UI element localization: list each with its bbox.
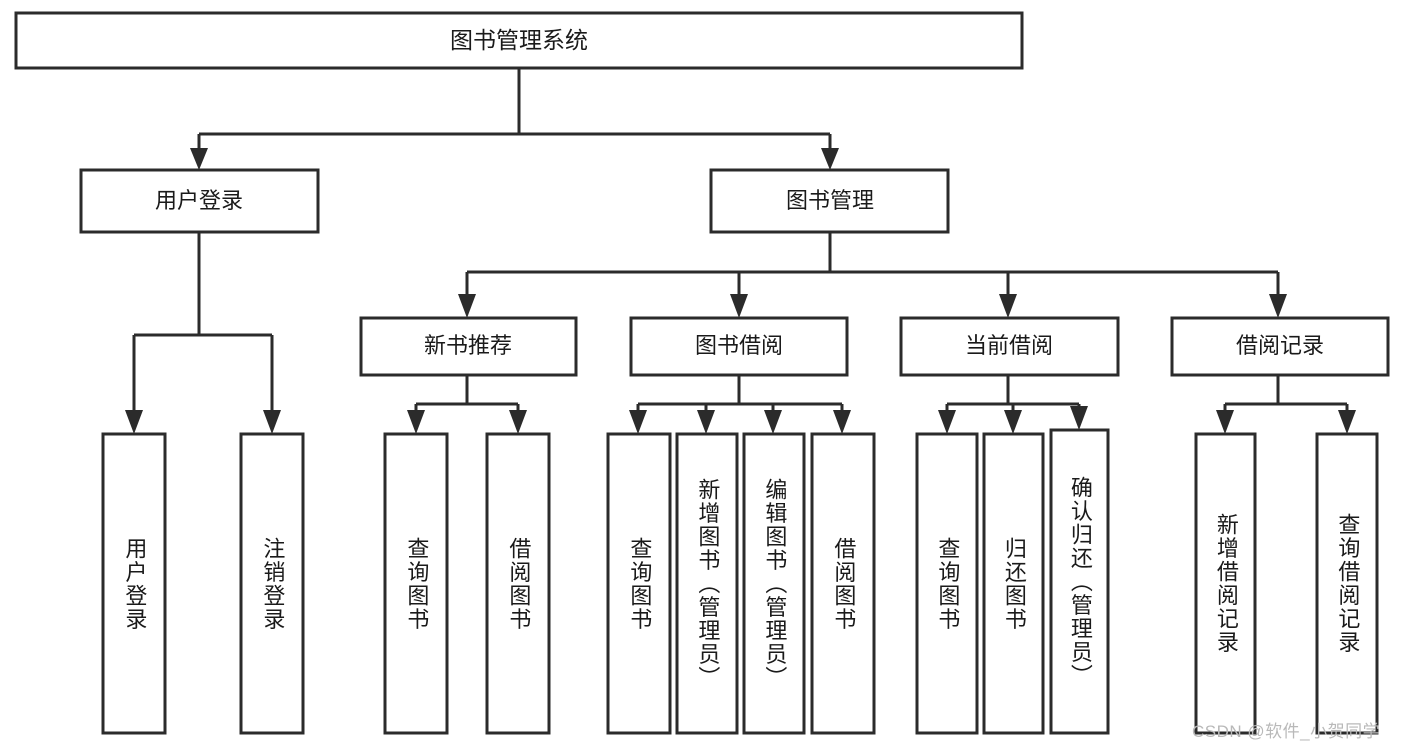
arrow-user-login bbox=[190, 148, 208, 170]
node-borrow-record[interactable]: 借阅记录 bbox=[1170, 316, 1390, 377]
csdn-watermark: CSDN @软件_小贺同学 bbox=[1192, 722, 1381, 741]
node-borrow-record-label: 借阅记录 bbox=[1236, 333, 1324, 358]
leaf-box-bb-query[interactable] bbox=[606, 432, 672, 735]
node-book-borrow[interactable]: 图书借阅 bbox=[629, 316, 849, 377]
leaf-box-newbook-query[interactable] bbox=[383, 432, 449, 735]
leaf-box-cb-confirm[interactable] bbox=[1049, 428, 1110, 735]
leaf-box-logout[interactable] bbox=[239, 432, 305, 735]
node-root-label: 图书管理系统 bbox=[450, 27, 588, 53]
leaf-box-cb-return[interactable] bbox=[982, 432, 1045, 735]
arrow-borrow-record bbox=[1269, 294, 1287, 318]
arrow-book-mgmt bbox=[821, 148, 839, 170]
node-user-login-label: 用户登录 bbox=[155, 188, 243, 213]
arrow-current-borrow bbox=[999, 294, 1017, 318]
arrow-bookborrow-leaf-3 bbox=[764, 410, 782, 434]
edges-layer bbox=[125, 68, 1356, 434]
leaf-box-br-add[interactable] bbox=[1194, 432, 1257, 735]
arrow-new-book bbox=[458, 294, 476, 318]
node-new-book-recommend-label: 新书推荐 bbox=[424, 333, 512, 358]
leaf-box-bb-borrow[interactable] bbox=[810, 432, 876, 735]
leaf-box-bb-add[interactable] bbox=[675, 432, 739, 735]
node-new-book-recommend[interactable]: 新书推荐 bbox=[359, 316, 578, 377]
node-book-borrow-label: 图书借阅 bbox=[695, 333, 783, 358]
arrow-leaf-user-login bbox=[125, 410, 143, 434]
node-borrow-record-box[interactable] bbox=[1170, 316, 1390, 377]
arrow-bookborrow-leaf-4 bbox=[833, 410, 851, 434]
arrow-newbook-leaf-2 bbox=[509, 410, 527, 434]
arrow-bookborrow-leaf-2 bbox=[697, 410, 715, 434]
leaf-box-user-login[interactable] bbox=[101, 432, 167, 735]
arrow-newbook-leaf-1 bbox=[407, 410, 425, 434]
node-current-borrow[interactable]: 当前借阅 bbox=[899, 316, 1120, 377]
arrow-leaf-logout bbox=[263, 410, 281, 434]
arrow-currentborrow-leaf-1 bbox=[938, 410, 956, 434]
node-user-login[interactable]: 用户登录 bbox=[79, 168, 320, 234]
node-book-management[interactable]: 图书管理 bbox=[709, 168, 950, 234]
node-new-book-recommend-box[interactable] bbox=[359, 316, 578, 377]
node-book-borrow-box[interactable] bbox=[629, 316, 849, 377]
node-user-login-box[interactable] bbox=[79, 168, 320, 234]
leaf-box-br-query[interactable] bbox=[1315, 432, 1379, 735]
node-book-management-box[interactable] bbox=[709, 168, 950, 234]
arrow-bookborrow-leaf-1 bbox=[629, 410, 647, 434]
node-root[interactable]: 图书管理系统 bbox=[14, 11, 1024, 70]
nodes-layer: 图书管理系统 用户登录 图书管理 新书推荐 图书借阅 bbox=[14, 11, 1390, 735]
leaf-box-cb-query[interactable] bbox=[915, 432, 979, 735]
node-current-borrow-box[interactable] bbox=[899, 316, 1120, 377]
node-current-borrow-label: 当前借阅 bbox=[965, 333, 1053, 358]
leaf-box-newbook-borrow[interactable] bbox=[485, 432, 551, 735]
arrow-borrowrecord-leaf-2 bbox=[1338, 410, 1356, 434]
node-book-management-label: 图书管理 bbox=[786, 188, 874, 213]
arrow-borrowrecord-leaf-1 bbox=[1216, 410, 1234, 434]
node-root-box[interactable] bbox=[14, 11, 1024, 70]
leaf-box-bb-edit[interactable] bbox=[742, 432, 806, 735]
arrow-currentborrow-leaf-2 bbox=[1004, 410, 1022, 434]
arrow-currentborrow-leaf-3 bbox=[1070, 406, 1088, 430]
arrow-book-borrow bbox=[730, 294, 748, 318]
